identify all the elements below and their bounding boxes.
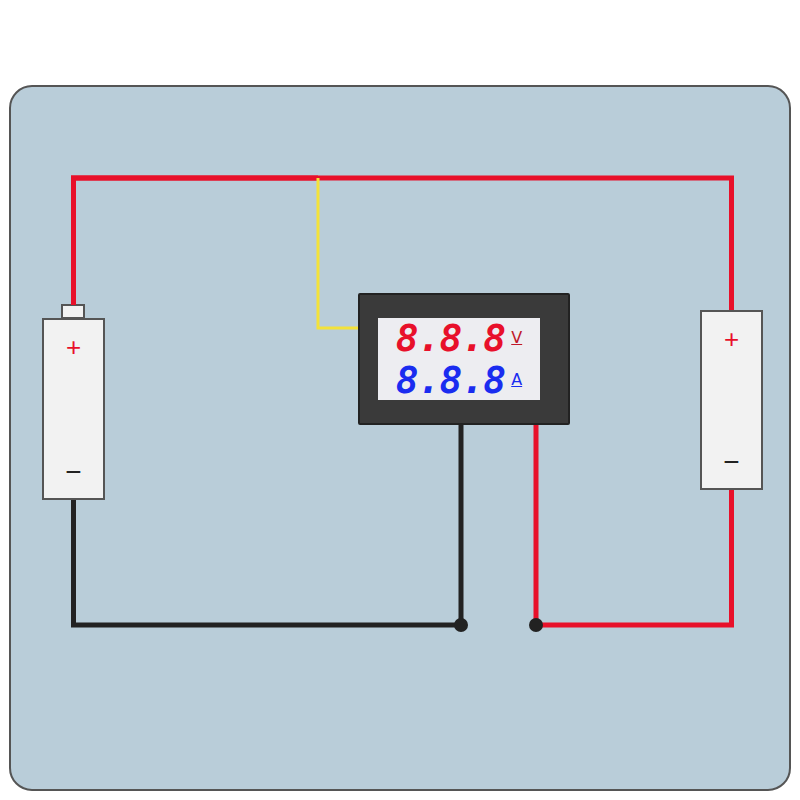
unit-label: V bbox=[511, 330, 522, 346]
polarity-plus: + bbox=[724, 326, 739, 352]
panel bbox=[10, 86, 790, 790]
battery-cell: +− bbox=[42, 318, 105, 500]
wire bbox=[74, 178, 359, 328]
junction-dot bbox=[454, 618, 468, 632]
wire bbox=[74, 178, 732, 310]
lcd-display: 8.8.8V8.8.8A bbox=[378, 318, 540, 400]
polarity-minus: − bbox=[723, 448, 739, 476]
battery-cell: +− bbox=[700, 310, 763, 490]
wire-segment bbox=[74, 178, 732, 310]
junction-dot bbox=[529, 618, 543, 632]
wire-segment bbox=[74, 178, 319, 305]
current-readout: 8.8.8 bbox=[396, 361, 505, 399]
polarity-minus: − bbox=[65, 458, 81, 486]
battery-terminal bbox=[62, 305, 84, 318]
unit-label: A bbox=[511, 372, 522, 388]
polarity-plus: + bbox=[66, 334, 81, 360]
wire-segment bbox=[318, 178, 358, 328]
volt-amp-meter: 8.8.8V8.8.8A bbox=[358, 293, 570, 425]
wire-segment bbox=[74, 425, 462, 625]
wire bbox=[74, 425, 462, 625]
voltage-readout: 8.8.8 bbox=[396, 319, 505, 357]
